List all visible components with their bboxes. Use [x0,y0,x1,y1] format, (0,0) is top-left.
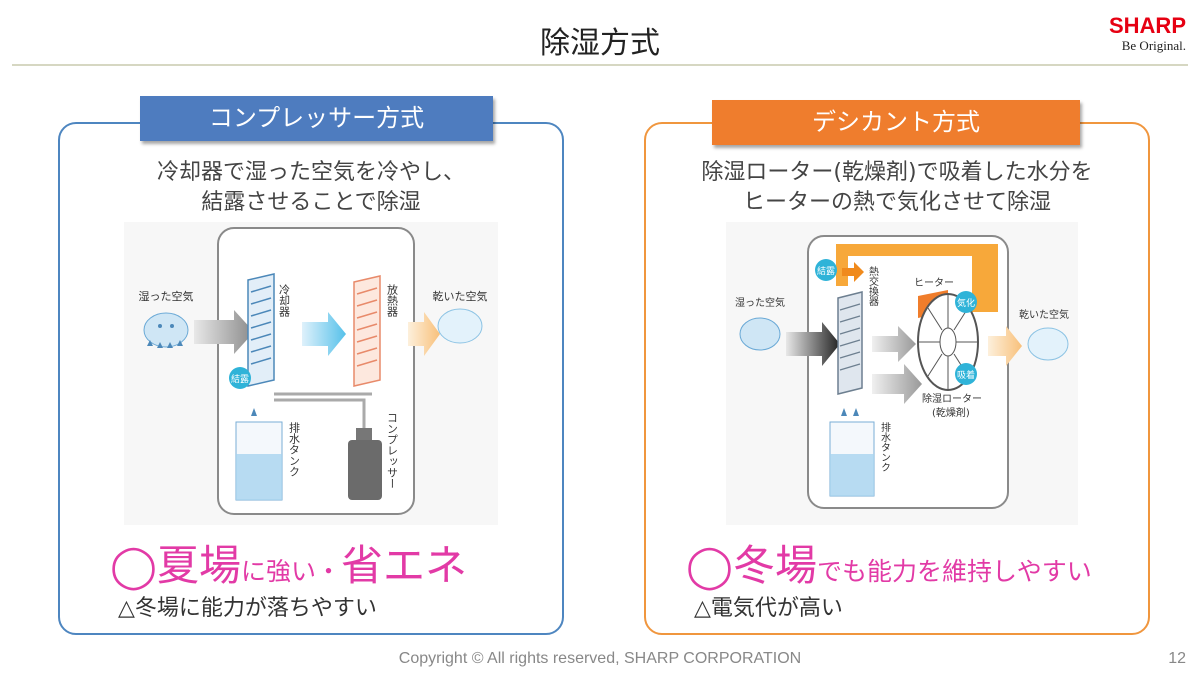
merit-strong: に強い・ [241,557,342,586]
label-rotor: 除湿ローター [922,392,982,405]
compressor-heading: コンプレッサー方式 [140,96,493,141]
heat-exchanger-fins [837,291,863,395]
adsorb-badge [955,363,977,385]
label-condense-2: 結露 [817,265,835,277]
wet-air-icon [143,312,189,348]
merit-winter: ◯冬場 [686,541,818,590]
label-dry-air-2: 乾いた空気 [1019,308,1069,321]
heat-duct [836,244,998,312]
compressor-desc-line1: 冷却器で湿った空気を冷やし、 [156,160,465,185]
label-radiator: 放熱器 [386,283,399,318]
dry-air-icon [437,308,483,344]
compressor-diagram: 湿った空気 冷却器 結露 放熱器 [124,222,498,525]
copyright-footer: Copyright © All rights reserved, SHARP C… [398,650,802,667]
page-number: 12 [1168,650,1186,667]
compressor-unit [348,428,382,500]
compressor-description: 冷却器で湿った空気を冷やし、 結露させることで除湿 [58,158,564,218]
label-wet-air: 湿った空気 [139,289,194,303]
logo-brand: SHARP [1108,13,1186,38]
drain-tank-2 [829,408,875,497]
header-divider [12,64,1188,66]
label-wet-air-2: 湿った空気 [735,296,785,309]
desiccant-desc-line2: ヒーターの熱で気化させて除湿 [742,190,1051,215]
compressor-desc-line2: 結露させることで除湿 [201,190,421,215]
wet-air-icon-2 [739,317,781,351]
label-dry-air: 乾いた空気 [433,289,488,303]
label-vaporize: 気化 [957,297,975,309]
dry-air-icon-2 [1027,327,1069,361]
drain-tank [235,408,283,501]
desiccant-merit: ◯冬場でも能力を維持しやすい [686,532,1092,593]
desiccant-description: 除湿ローター(乾燥剤)で吸着した水分を ヒーターの熱で気化させて除湿 [644,158,1150,218]
condense-badge-2 [815,259,837,281]
radiator-fins [353,275,381,387]
label-tank-2: 排水タンク [879,421,891,472]
label-cooler: 冷却器 [278,284,291,318]
merit-summer: ◯夏場 [110,541,242,590]
label-rotor-sub: (乾燥剤) [932,406,970,419]
desiccant-diagram: 湿った空気 結露 熱交換器 ヒーター [726,222,1078,525]
label-heater: ヒーター [914,277,954,289]
label-exchanger: 熱交換器 [867,265,879,307]
label-adsorb: 吸着 [957,369,975,381]
slide-title: 除湿方式 [540,26,660,61]
condense-badge [229,367,251,389]
label-compressor: コンプレッサー [386,412,399,489]
compressor-merit: ◯夏場に強い・省エネ [110,532,467,593]
desiccant-demerit: △電気代が高い [694,596,843,621]
vaporize-badge [955,291,977,313]
label-tank: 排水タンク [288,421,301,477]
merit-maintain: でも能力を維持しやすい [817,557,1092,586]
desiccant-heading: デシカント方式 [712,100,1080,145]
sharp-logo: SHARP Be Original. [1109,14,1186,54]
cooler-fins [247,273,275,387]
logo-tagline: Be Original. [1121,38,1186,53]
label-condense: 結露 [231,373,249,385]
merit-energy-saving: 省エネ [341,541,468,590]
compressor-demerit: △冬場に能力が落ちやすい [118,596,377,621]
desiccant-desc-line1: 除湿ローター(乾燥剤)で吸着した水分を [701,160,1093,185]
